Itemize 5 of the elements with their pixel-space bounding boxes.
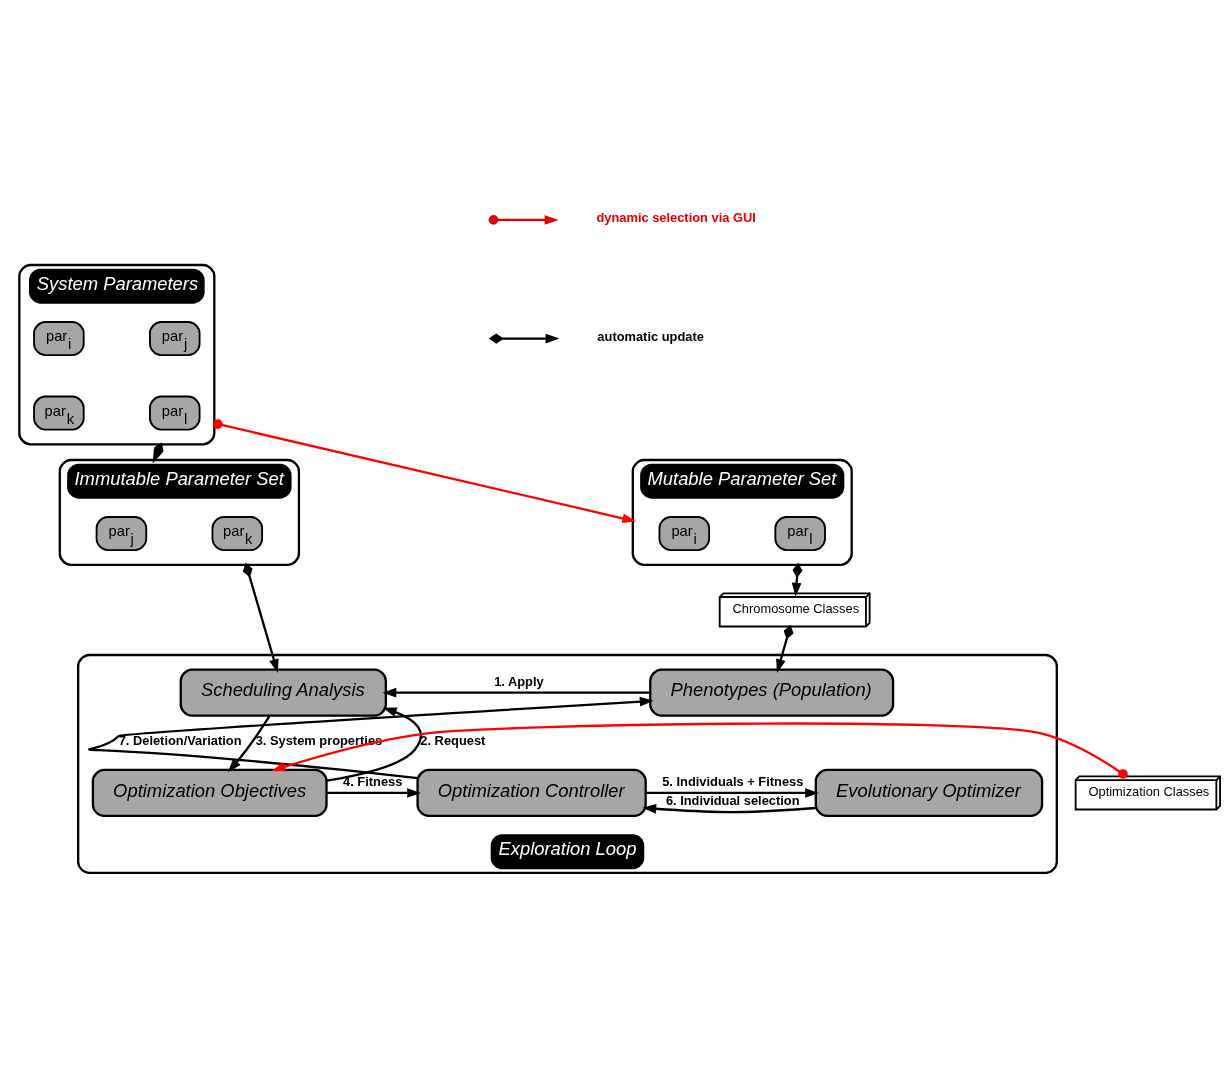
edge-label: 1. Apply	[494, 673, 544, 689]
legend-label: automatic update	[597, 328, 704, 344]
edge-label: 5. Individuals + Fitness	[662, 773, 804, 789]
edge-label: 6. Individual selection	[665, 792, 800, 808]
legend-label: dynamic selection via GUI	[596, 209, 756, 225]
